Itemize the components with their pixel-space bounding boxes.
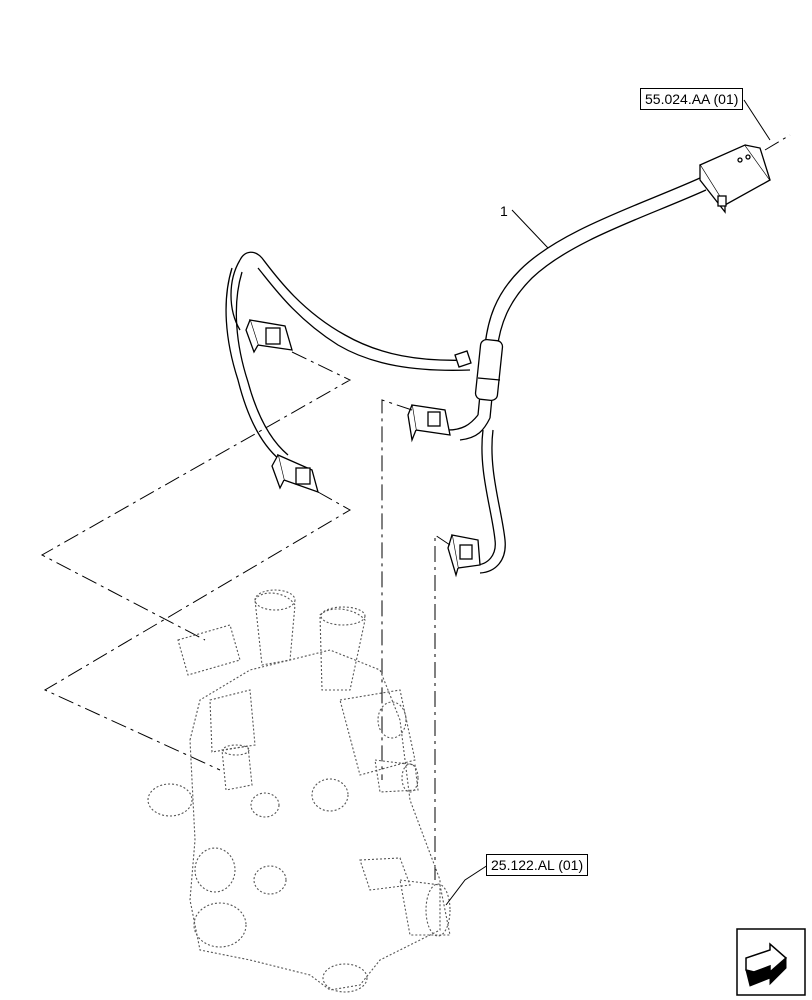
wire-harness: [225, 177, 707, 574]
connector-upper-left: [245, 319, 293, 354]
harness-main-connector: [699, 144, 771, 214]
assembly-guide-lines: [40, 134, 791, 880]
leader-lines: [445, 99, 771, 906]
arrow-nav-icon[interactable]: [736, 928, 806, 996]
hydraulic-valve-block: [147, 589, 451, 993]
connector-lower-left: [271, 453, 319, 494]
harness-sleeve: [454, 338, 504, 402]
ref-label-harness-connector[interactable]: 55.024.AA (01): [640, 88, 744, 110]
connector-middle: [407, 404, 451, 443]
callout-harness-item: 1: [500, 203, 508, 219]
connector-lower-right: [447, 534, 481, 578]
ref-label-valve[interactable]: 25.122.AL (01): [486, 854, 589, 876]
